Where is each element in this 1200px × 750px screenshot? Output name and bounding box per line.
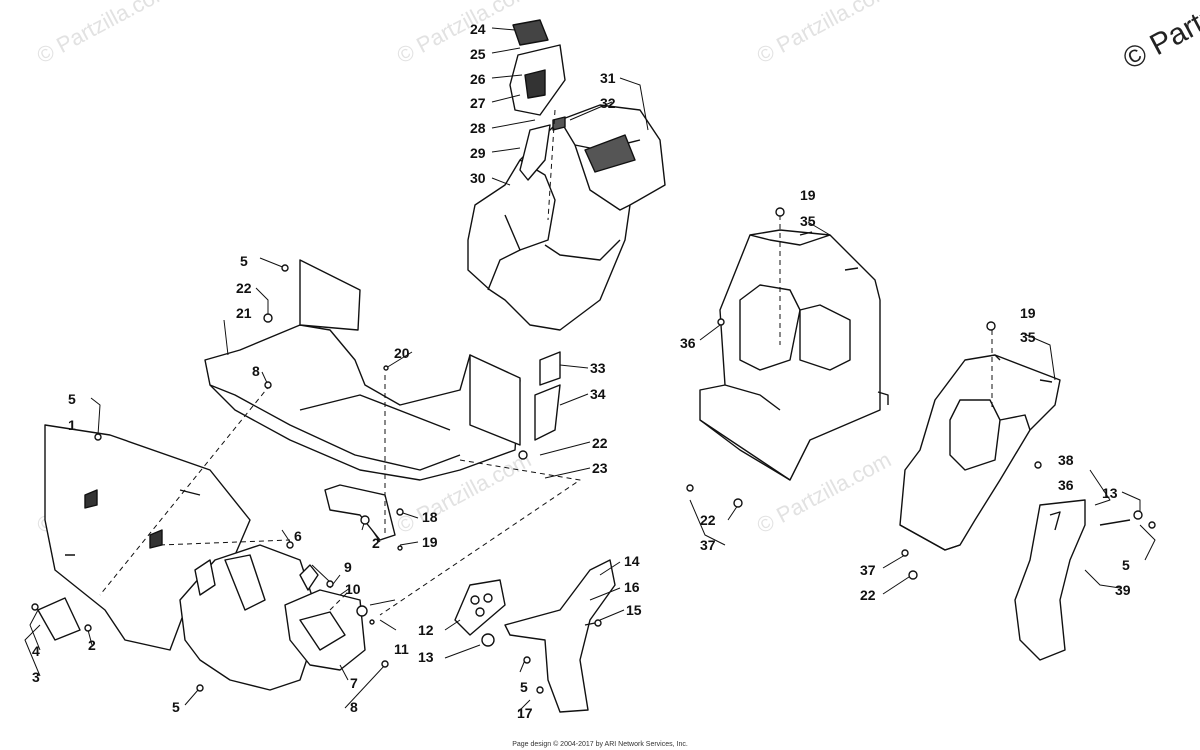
callout-19: 19 xyxy=(800,187,816,203)
side-panel-39 xyxy=(1014,499,1086,661)
callout-18: 18 xyxy=(422,509,438,525)
callout-6: 6 xyxy=(294,528,302,544)
callout-8: 8 xyxy=(252,363,260,379)
floor-pan xyxy=(204,259,521,481)
callout-35: 35 xyxy=(800,213,816,229)
callout-9: 9 xyxy=(344,559,352,575)
console-cover xyxy=(467,104,666,331)
callout-38: 38 xyxy=(1058,452,1074,468)
callout-35: 35 xyxy=(1020,329,1036,345)
callout-32: 32 xyxy=(600,95,616,111)
callout-31: 31 xyxy=(600,70,616,86)
callout-36: 36 xyxy=(680,335,696,351)
callout-29: 29 xyxy=(470,145,486,161)
pad-34 xyxy=(534,384,561,441)
storage-housing-rear xyxy=(899,354,1061,551)
callout-26: 26 xyxy=(470,71,486,87)
front-panel xyxy=(44,424,321,691)
callout-27: 27 xyxy=(470,95,486,111)
callout-3: 3 xyxy=(32,669,40,685)
heat-shield xyxy=(284,589,366,671)
fender-flap xyxy=(504,559,616,713)
callout-2: 2 xyxy=(372,535,380,551)
callout-24: 24 xyxy=(470,21,486,37)
callout-39: 39 xyxy=(1115,582,1131,598)
callout-13: 13 xyxy=(1102,485,1118,501)
callout-20: 20 xyxy=(394,345,410,361)
callout-37: 37 xyxy=(700,537,716,553)
callout-25: 25 xyxy=(470,46,486,62)
callout-7: 7 xyxy=(350,675,358,691)
callout-5: 5 xyxy=(520,679,528,695)
callout-5: 5 xyxy=(240,253,248,269)
callout-22: 22 xyxy=(236,280,252,296)
bracket-18 xyxy=(324,484,396,541)
callout-14: 14 xyxy=(624,553,640,569)
callout-8: 8 xyxy=(350,699,358,715)
callout-1: 1 xyxy=(68,417,76,433)
callout-5: 5 xyxy=(1122,557,1130,573)
callout-33: 33 xyxy=(590,360,606,376)
callout-21: 21 xyxy=(236,305,252,321)
callout-16: 16 xyxy=(624,579,640,595)
clip-6 xyxy=(299,564,319,591)
callout-22: 22 xyxy=(700,512,716,528)
callout-15: 15 xyxy=(626,602,642,618)
callout-11: 11 xyxy=(394,641,409,657)
callout-12: 12 xyxy=(418,622,434,638)
callout-4: 4 xyxy=(32,643,40,659)
storage-housing-front xyxy=(699,229,889,481)
callout-13: 13 xyxy=(418,649,434,665)
callout-19: 19 xyxy=(422,534,438,550)
callout-10: 10 xyxy=(345,581,361,597)
callout-28: 28 xyxy=(470,120,486,136)
callout-5: 5 xyxy=(172,699,180,715)
callout-19: 19 xyxy=(1020,305,1036,321)
grip-assembly xyxy=(509,19,566,181)
callout-2: 2 xyxy=(88,637,96,653)
callout-36: 36 xyxy=(1058,477,1074,493)
callout-22: 22 xyxy=(860,587,876,603)
callout-5: 5 xyxy=(68,391,76,407)
callout-23: 23 xyxy=(592,460,608,476)
callout-34: 34 xyxy=(590,386,606,402)
pad-33 xyxy=(539,351,561,386)
callout-17: 17 xyxy=(517,705,533,721)
callout-30: 30 xyxy=(470,170,486,186)
plate-4 xyxy=(37,597,81,641)
callout-22: 22 xyxy=(592,435,608,451)
page-footer: Page design © 2004-2017 by ARI Network S… xyxy=(512,741,688,748)
callout-37: 37 xyxy=(860,562,876,578)
